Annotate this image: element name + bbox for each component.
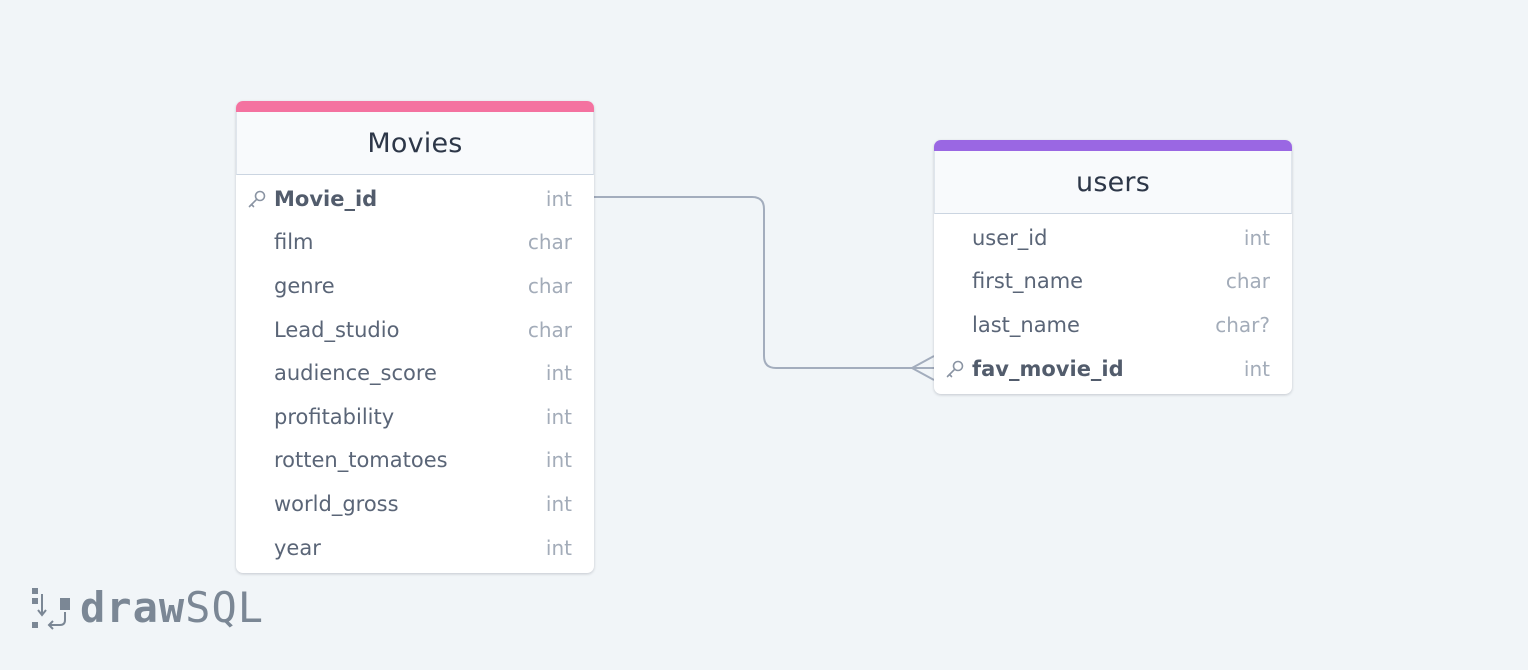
column-type: char (527, 230, 572, 255)
column-type: char (527, 317, 572, 342)
key-icon (946, 360, 964, 377)
table-title: users (1076, 166, 1150, 198)
column-type: int (1243, 225, 1270, 250)
column-row-fav-movie-id[interactable]: fav_movie_id int (934, 347, 1292, 391)
column-type: char? (1215, 312, 1270, 337)
column-name: first_name (972, 269, 1084, 294)
column-name: Lead_studio (274, 317, 400, 342)
column-type: int (545, 404, 572, 429)
table-title: Movies (367, 127, 463, 159)
column-name: profitability (274, 404, 395, 429)
column-row-year[interactable]: year int (236, 526, 594, 570)
table-movies[interactable]: Movies Movie_id int film char genre char (236, 101, 594, 574)
table-users[interactable]: users user_id int first_name char last_n… (934, 140, 1292, 395)
table-header[interactable]: Movies (236, 112, 594, 175)
column-list: Movie_id int film char genre char Lead_s… (236, 175, 594, 573)
column-name: last_name (972, 312, 1080, 337)
column-row-first-name[interactable]: first_name char (934, 260, 1292, 304)
column-type: char (527, 273, 572, 298)
column-row-rotten-tomatoes[interactable]: rotten_tomatoes int (236, 439, 594, 483)
table-header[interactable]: users (934, 151, 1292, 214)
column-name: film (274, 230, 314, 255)
logo-text-draw: draw (80, 583, 186, 632)
column-type: int (545, 361, 572, 386)
table-accent-bar (236, 101, 594, 112)
column-row-genre[interactable]: genre char (236, 264, 594, 308)
column-row-world-gross[interactable]: world_gross int (236, 482, 594, 526)
column-row-last-name[interactable]: last_name char? (934, 303, 1292, 347)
column-row-lead-studio[interactable]: Lead_studio char (236, 308, 594, 352)
column-name: Movie_id (274, 186, 378, 211)
column-type: int (545, 448, 572, 473)
column-type: char (1225, 269, 1270, 294)
column-list: user_id int first_name char last_name ch… (934, 214, 1292, 394)
column-row-user-id[interactable]: user_id int (934, 216, 1292, 260)
crows-foot-many-icon (911, 355, 935, 381)
column-name: world_gross (274, 491, 399, 516)
drawsql-wordmark: drawSQL (80, 587, 264, 629)
column-row-film[interactable]: film char (236, 221, 594, 265)
column-name: user_id (972, 225, 1048, 250)
column-name: year (274, 535, 321, 560)
column-row-movie-id[interactable]: Movie_id int (236, 177, 594, 221)
column-row-profitability[interactable]: profitability int (236, 395, 594, 439)
column-name: rotten_tomatoes (274, 448, 448, 473)
column-type: int (545, 491, 572, 516)
column-name: audience_score (274, 361, 437, 386)
key-icon (248, 190, 266, 208)
column-name: genre (274, 273, 335, 298)
drawsql-logo[interactable]: drawSQL (30, 584, 264, 632)
column-type: int (545, 186, 572, 211)
logo-text-sql: SQL (185, 583, 265, 632)
column-row-audience-score[interactable]: audience_score int (236, 351, 594, 395)
column-type: int (1243, 356, 1270, 381)
table-accent-bar (934, 140, 1292, 151)
column-name: fav_movie_id (972, 356, 1124, 381)
relationship-line-movie-id-to-fav-movie-id[interactable] (594, 196, 934, 369)
drawsql-logo-icon (32, 588, 70, 630)
column-type: int (545, 535, 572, 560)
